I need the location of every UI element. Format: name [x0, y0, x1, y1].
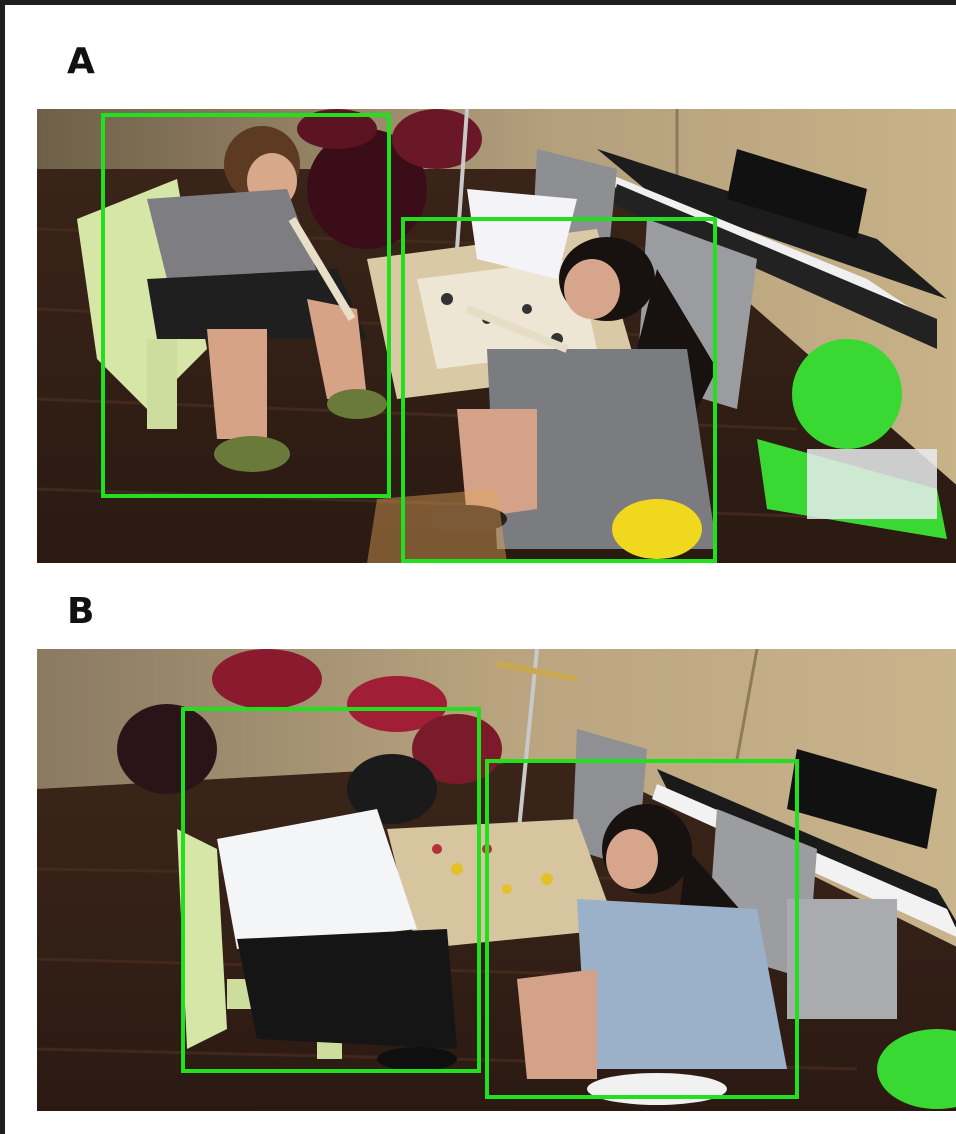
panel-b-scene: [37, 649, 956, 1111]
detection-box: [101, 113, 391, 498]
panel-a-photo: [37, 109, 956, 563]
panel-a-scene: [37, 109, 956, 563]
detection-box: [401, 217, 717, 563]
panel-b-label: B: [67, 591, 95, 632]
detection-box: [181, 707, 481, 1073]
detection-box: [485, 759, 799, 1099]
panel-a-label: A: [67, 41, 95, 82]
panel-b-photo: [37, 649, 956, 1111]
